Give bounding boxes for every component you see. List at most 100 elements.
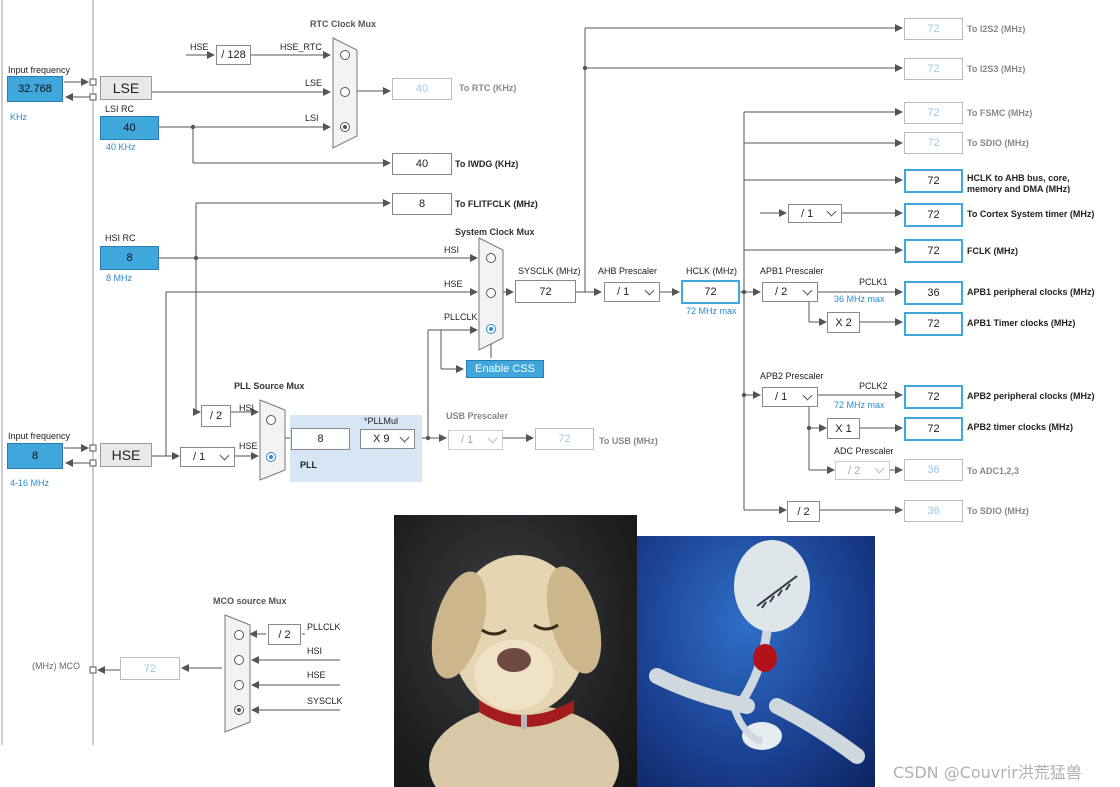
rtc-output-label: To RTC (KHz) [459,83,517,93]
usb-prescaler-title: USB Prescaler [446,411,509,421]
apb2-timer-multiplier: X 1 [827,418,860,439]
mco-mux-title: MCO source Mux [213,596,287,606]
mco-radio-hsi[interactable] [234,655,244,665]
sysclk-title: SYSCLK (MHz) [518,266,581,276]
pll-mul-value: X 9 [373,433,390,445]
rtc-mux-radio-lse[interactable] [340,87,350,97]
flitf-output-label: To FLITFCLK (MHz) [455,199,538,209]
fclk-output-label: FCLK (MHz) [967,246,1018,256]
rtc-output-box: 40 [392,78,452,100]
apb1-max-note: 36 MHz max [834,294,885,304]
apb1-timer-output-label: APB1 Timer clocks (MHz) [967,318,1076,328]
sdio-div2-box: / 2 [787,501,820,522]
lse-frequency-input[interactable]: 32.768 [7,76,63,102]
cortex-timer-output-label: To Cortex System timer (MHz) [967,209,1095,219]
sdio-div-output-box: 36 [904,500,963,522]
mco-mux-shape [224,614,251,733]
i2s3-output-box: 72 [904,58,963,80]
hclk-input[interactable]: 72 [681,280,740,304]
fclk-output-box[interactable]: 72 [904,239,963,263]
lsi-rc-label: LSI RC [105,104,135,114]
ahb-prescaler-dropdown[interactable]: / 1 [604,282,660,302]
iwdg-output-label: To IWDG (KHz) [455,159,519,169]
rtc-hse-label: HSE [190,42,209,52]
pll-mux-radio-hse[interactable] [266,452,276,462]
pll-mux-radio-hsi[interactable] [266,415,276,425]
hse-frequency-input[interactable]: 8 [7,443,63,469]
apb1-timer-output-box[interactable]: 72 [904,312,963,336]
lse-block: LSE [100,76,152,100]
apb2-prescaler-dropdown[interactable]: / 1 [762,387,818,407]
mco-radio-pllclk[interactable] [234,630,244,640]
sdio-output-label: To SDIO (MHz) [967,138,1029,148]
i2s3-output-label: To I2S3 (MHz) [967,64,1026,74]
lsi-rc-value: 40 [100,116,159,140]
sys-mux-radio-hse[interactable] [486,288,496,298]
hse-input-frequency-label: Input frequency [8,431,71,441]
hsi-div2-box: / 2 [201,405,231,427]
enable-css-button[interactable]: Enable CSS [466,360,544,378]
adc-output-label: To ADC1,2,3 [967,466,1020,476]
rtc-mux-radio-lsi[interactable] [340,122,350,132]
sys-mux-radio-hsi[interactable] [486,253,496,263]
lse-unit-label: KHz [10,112,28,122]
pll-source-mux-title: PLL Source Mux [234,381,305,391]
adc-output-box: 36 [904,459,963,481]
apb1-peripheral-output-box[interactable]: 36 [904,281,963,305]
hse-range-label: 4-16 MHz [10,478,50,488]
pll-mul-dropdown[interactable]: X 9 [360,429,415,449]
sysclk-value-box: 72 [515,280,576,303]
hse-div128-box: / 128 [216,45,251,65]
apb2-peripheral-output-label: APB2 peripheral clocks (MHz) [967,391,1095,401]
hclk-title: HCLK (MHz) [686,266,737,276]
creature-drawing [649,540,865,764]
dog-photo [394,515,637,787]
mco-radio-sysclk[interactable] [234,705,244,715]
apb2-peripheral-output-box[interactable]: 72 [904,385,963,409]
i2s2-output-label: To I2S2 (MHz) [967,24,1026,34]
hse-prediv-dropdown[interactable]: / 1 [180,447,235,467]
chevron-down-icon [219,450,230,460]
adc-prescaler-title: ADC Prescaler [834,446,894,456]
mco-hse-label: HSE [307,670,326,680]
rtc-lsi-label: LSI [305,113,319,123]
hse-prediv-value: / 1 [193,451,206,463]
apb2-timer-output-label: APB2 timer clocks (MHz) [967,422,1074,432]
pll-label: PLL [300,460,317,470]
rtc-mux-radio-hse[interactable] [340,50,350,60]
sdio-div-output-label: To SDIO (MHz) [967,506,1029,516]
sys-mux-radio-pllclk[interactable] [486,324,496,334]
apb2-timer-output-box[interactable]: 72 [904,417,963,441]
fsmc-output-label: To FSMC (MHz) [967,108,1033,118]
usb-prescaler-value: / 1 [461,434,474,446]
adc-prescaler-dropdown[interactable]: / 2 [835,461,890,480]
mco-output-label: (MHz) MCO [32,661,80,671]
hclk-ahb-output-box[interactable]: 72 [904,169,963,193]
usb-prescaler-dropdown[interactable]: / 1 [448,430,503,450]
ahb-prescaler-value: / 1 [617,286,630,298]
watermark-text: CSDN @Couvrir洪荒猛兽 [893,763,1082,782]
chevron-down-icon [802,390,813,400]
sys-mux-pllclk-label: PLLCLK [444,312,478,322]
hclk-ahb-output-label: HCLK to AHB bus, core, memory and DMA (M… [967,173,1071,193]
mco-output-box: 72 [120,657,180,680]
ahb-prescaler-title: AHB Prescaler [598,266,658,276]
mco-hsi-label: HSI [307,646,323,656]
hsi-rc-value: 8 [100,246,159,270]
cortex-timer-value: / 1 [801,207,814,220]
creature-illustration [637,536,875,787]
iwdg-output-box: 40 [392,153,452,175]
system-clock-mux-title: System Clock Mux [455,227,535,237]
apb1-prescaler-value: / 2 [775,286,788,298]
apb1-timer-multiplier: X 2 [827,312,860,333]
rtc-mux-title: RTC Clock Mux [310,19,377,29]
pclk1-label: PCLK1 [859,277,888,287]
apb2-prescaler-title: APB2 Prescaler [760,371,824,381]
apb1-prescaler-dropdown[interactable]: / 2 [762,282,818,302]
cortex-timer-dropdown[interactable]: / 1 [788,204,842,223]
rtc-lse-label: LSE [305,78,323,88]
mco-radio-hse[interactable] [234,680,244,690]
mco-pllclk-label: PLLCLK [307,622,341,632]
cortex-timer-output-box[interactable]: 72 [904,203,963,227]
lsi-rc-note: 40 KHz [106,142,136,152]
